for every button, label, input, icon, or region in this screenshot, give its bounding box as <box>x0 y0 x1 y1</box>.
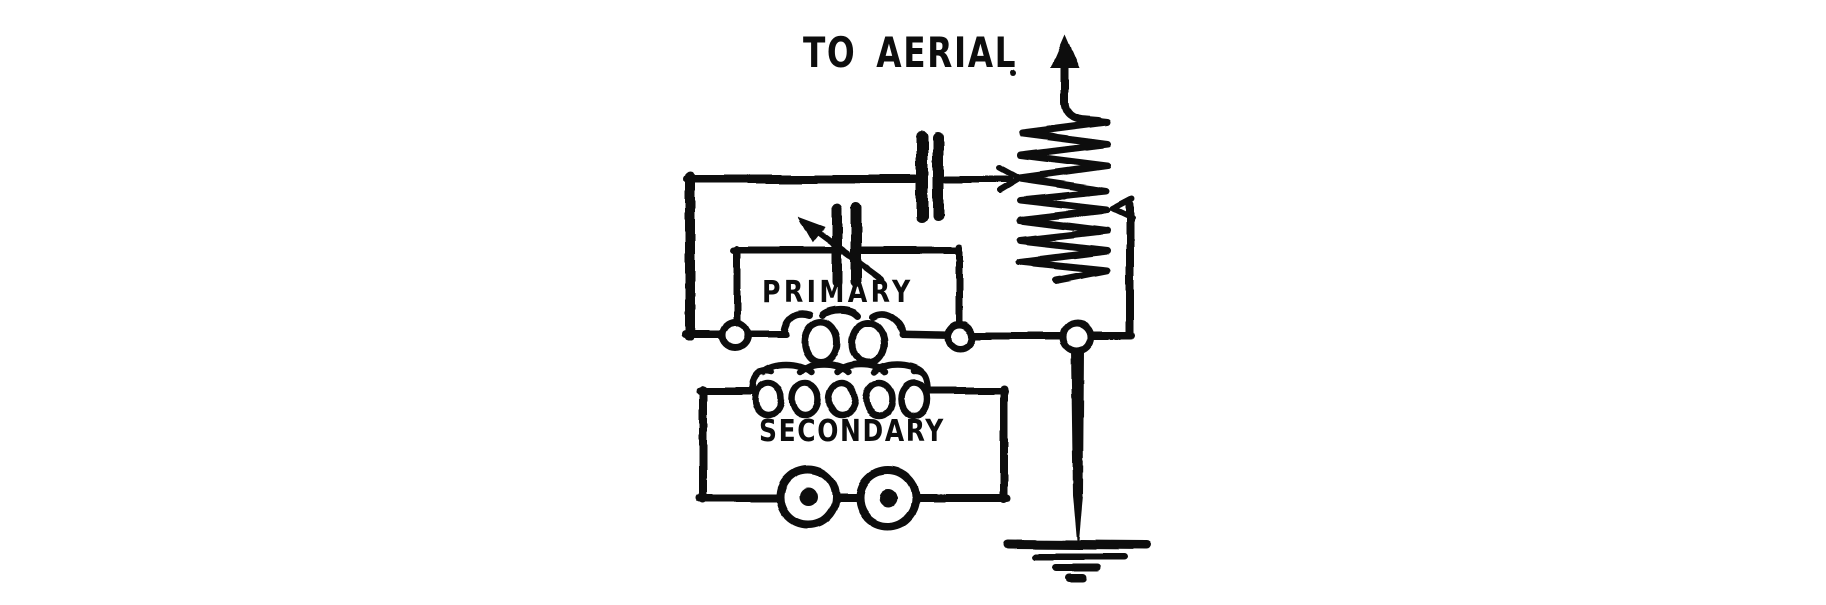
wire-segment <box>898 330 954 339</box>
coil-loop <box>825 379 859 419</box>
tap-arrowhead-icon <box>1110 196 1135 221</box>
coil-arch <box>819 306 862 320</box>
secondary-box <box>696 385 1011 503</box>
coil-arch <box>780 310 814 338</box>
primary-label: PRIMARY <box>762 275 914 310</box>
slider-tap-arrow <box>1087 196 1135 339</box>
coil-arch <box>869 310 907 337</box>
coil-loop <box>788 379 822 419</box>
aerial-lead-arrow-icon <box>1010 34 1102 125</box>
junction-terminal-post <box>1059 319 1095 355</box>
aerial-arrow-shaft <box>1061 56 1102 125</box>
binding-post-dot <box>799 488 817 506</box>
to-aerial-label: TO AERIAL <box>803 28 1018 77</box>
primary-terminal-post <box>944 321 976 353</box>
variable-arrow-shaft <box>807 223 885 282</box>
primary-box <box>730 243 963 331</box>
coil-loop <box>801 318 841 366</box>
binding-post-dot <box>879 489 897 507</box>
ink-fleck <box>1010 70 1016 76</box>
aerial-tuning-coil-icon <box>1016 117 1111 285</box>
ground-lead-spike <box>1070 349 1085 542</box>
secondary-coil-icon <box>748 361 932 419</box>
aerial-arrowhead <box>1050 34 1080 68</box>
coil-arch <box>910 367 932 395</box>
primary-terminal-post <box>718 318 752 352</box>
variable-capacitor-icon <box>797 202 885 287</box>
variable-arrowhead <box>797 216 826 243</box>
coil-loop <box>751 379 785 419</box>
secondary-binding-posts <box>776 465 920 530</box>
coil-loop <box>848 319 888 367</box>
outer-loop-wires <box>682 164 1023 341</box>
secondary-label: SECONDARY <box>759 414 945 449</box>
coil-loop <box>862 379 896 419</box>
zigzag-coil-path <box>1016 117 1111 285</box>
series-capacitor-icon <box>916 131 944 223</box>
primary-coil-icon <box>780 306 907 367</box>
main-bottom-wire <box>744 330 1069 340</box>
ground-bar <box>1003 539 1151 550</box>
coil-loop <box>897 379 931 419</box>
circuit-group <box>682 34 1151 582</box>
earth-ground-icon <box>1003 349 1151 582</box>
